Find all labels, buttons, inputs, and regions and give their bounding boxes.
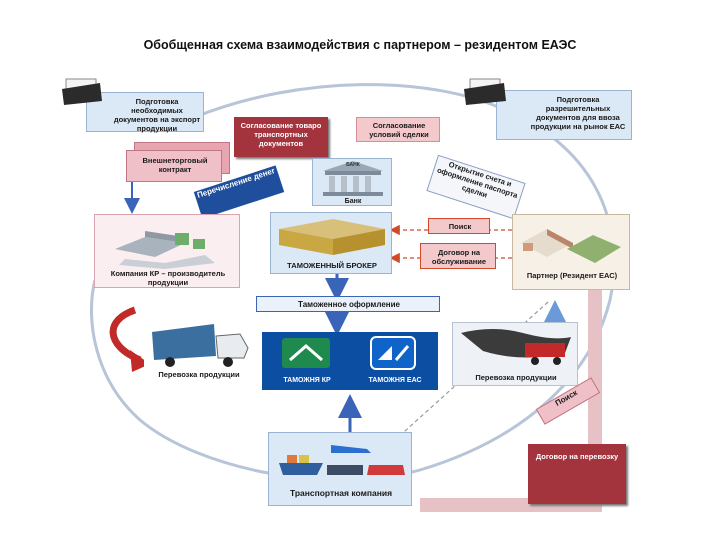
shipment-right-card: Перевозка продукции <box>452 322 578 386</box>
customs-clearance-label: Таможенное оформление <box>298 300 400 309</box>
foreign-trade-contract-card: Внешнеторговый контракт <box>126 150 222 182</box>
service-contract-tag: Договор на обслуживание <box>420 243 496 269</box>
bank-card: Банк БАНК <box>312 158 392 206</box>
service-contract-label: Договор на обслуживание <box>431 248 487 266</box>
document-folder-icon-right <box>462 75 508 109</box>
factory-icon <box>115 231 215 269</box>
bank-sign-label: БАНК <box>346 162 360 168</box>
search-label: Поиск <box>448 222 472 231</box>
agree-terms-label: Согласование условий сделки <box>369 121 429 139</box>
customs-clearance-banner: Таможенное оформление <box>256 296 440 312</box>
map-truck-icon <box>461 329 571 365</box>
company-kr-label: Компания КР – производитель продукции <box>110 269 226 287</box>
bank-label: Банк <box>344 198 362 205</box>
prep-export-docs-card: Подготовка необходимых документов на экс… <box>86 92 204 133</box>
customs-panel: ТАМОЖНЯ КР ТАМОЖНЯ ЕАС <box>262 332 438 390</box>
customs-kr-emblem <box>282 338 330 368</box>
customs-kr-label: ТАМОЖНЯ КР <box>283 377 331 384</box>
warehouse-icon <box>279 219 385 255</box>
page-title: Обобщенная схема взаимодействия с партне… <box>143 38 577 52</box>
agree-transport-docs-card: Согласование товаро транспортных докумен… <box>234 117 328 157</box>
agree-transport-docs-label: Согласование товаро транспортных докумен… <box>240 121 322 148</box>
prep-import-docs-card: Подготовка разрешительных документов для… <box>496 90 632 140</box>
transport-contract-card: Договор на перевозку <box>528 444 626 504</box>
prep-export-docs-label: Подготовка необходимых документов на экс… <box>113 97 201 133</box>
truck-icon <box>152 324 249 367</box>
transport-company-label: Транспортная компания <box>289 488 393 498</box>
agree-terms-card: Согласование условий сделки <box>356 117 440 142</box>
customs-eas-emblem <box>370 336 416 370</box>
prep-import-docs-label: Подготовка разрешительных документов для… <box>530 95 626 131</box>
customs-eas-label: ТАМОЖНЯ ЕАС <box>368 377 422 384</box>
foreign-trade-contract-label: Внешнеторговый контракт <box>142 156 208 174</box>
transport-modes-icon <box>279 445 405 475</box>
transport-company-card: Транспортная компания <box>268 432 412 506</box>
shipment-right-label: Перевозка продукции <box>475 373 557 382</box>
shipment-left-card: Перевозка продукции <box>144 318 254 382</box>
residential-icon <box>521 229 621 263</box>
customs-broker-card: ТАМОЖЕННЫЙ БРОКЕР <box>270 212 392 274</box>
company-kr-card: Компания КР – производитель продукции <box>94 214 240 288</box>
bank-building-icon <box>323 161 383 196</box>
shipment-left-label: Перевозка продукции <box>158 370 240 379</box>
search-tag: Поиск <box>428 218 490 234</box>
document-folder-icon <box>60 75 104 109</box>
transport-contract-label: Договор на перевозку <box>535 452 619 461</box>
partner-label: Партнер (Резидент ЕАС) <box>526 271 618 280</box>
partner-card: Партнер (Резидент ЕАС) <box>512 214 630 290</box>
customs-broker-label: ТАМОЖЕННЫЙ БРОКЕР <box>287 261 377 270</box>
